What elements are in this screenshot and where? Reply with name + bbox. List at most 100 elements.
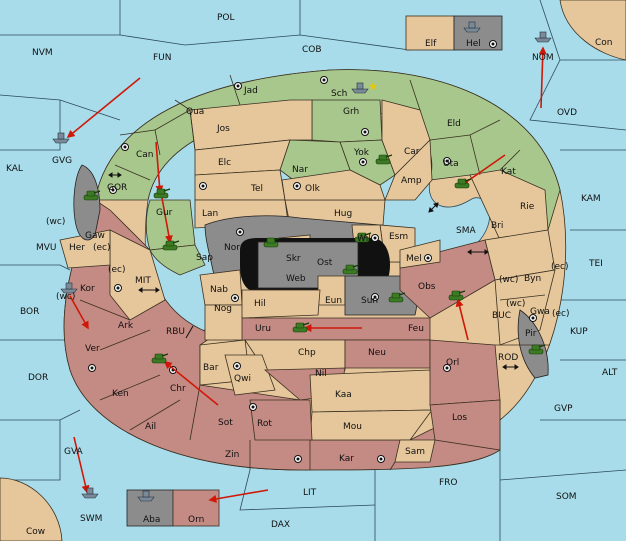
province-label: Ark <box>118 321 134 331</box>
province-label: Eld <box>447 119 461 129</box>
box-label: Elf <box>425 39 437 49</box>
passage-markers <box>108 172 519 370</box>
hil-region[interactable] <box>241 289 321 319</box>
province-label: Byn <box>524 274 541 284</box>
coast-label: (ec) <box>551 262 569 272</box>
aba-box[interactable] <box>126 489 174 527</box>
province-label: Jos <box>216 124 230 134</box>
sea-label: FRO <box>439 478 458 488</box>
amp-region[interactable] <box>384 139 433 201</box>
province-label: Nog <box>214 304 232 314</box>
gaw-region[interactable] <box>73 164 101 241</box>
sea-label: MIT <box>135 276 151 286</box>
province-label: Sam <box>405 447 425 457</box>
sea-label: DAX <box>271 520 290 530</box>
province-label: Nab <box>210 285 228 295</box>
red-power-territory <box>63 199 501 471</box>
province-label: Qwi <box>234 374 251 384</box>
coast-label: (ec) <box>108 265 126 275</box>
province-label: Can <box>136 150 154 160</box>
province-label: Mou <box>343 422 362 432</box>
orl-region[interactable] <box>429 339 501 406</box>
province-label: Kaa <box>335 390 352 400</box>
box-label: Orn <box>188 515 204 525</box>
box-label: Hel <box>466 39 481 49</box>
province-label: Qua <box>186 107 204 117</box>
province-borders <box>79 74 550 471</box>
province-label: Sot <box>218 418 233 428</box>
region-label: Con <box>595 38 613 48</box>
sam-region[interactable] <box>394 439 436 463</box>
province-label: Her <box>69 243 85 253</box>
province-label: Nar <box>292 165 308 175</box>
province-label: Ost <box>317 258 333 268</box>
pir-region[interactable] <box>517 309 549 379</box>
coast-label: (wc) <box>56 292 75 302</box>
province-label: Kor <box>80 284 95 294</box>
coast-label: (ec) <box>552 309 570 319</box>
sea-label: COB <box>302 45 322 55</box>
province-label: Nil <box>315 369 327 379</box>
box-label: Aba <box>143 515 160 525</box>
sea-label: GOR <box>107 183 127 193</box>
coast-label: (ec) <box>93 243 111 253</box>
sea-label: SMA <box>456 226 476 236</box>
coast-label: (wc) <box>499 275 518 285</box>
sea-label: GVA <box>64 447 84 457</box>
sea-label: GVP <box>554 404 573 414</box>
sea-label: TEI <box>588 259 603 269</box>
province-label: Elc <box>218 158 231 168</box>
province-label: Feu <box>408 324 424 334</box>
province-label: Skr <box>286 254 301 264</box>
supply-centers <box>88 40 537 463</box>
tel-region[interactable] <box>194 169 286 201</box>
sea-label: KUP <box>570 327 588 337</box>
province-label: Chp <box>298 348 316 358</box>
province-label: Nor <box>224 243 240 253</box>
province-label: Wil <box>357 234 371 244</box>
province-label: Gur <box>156 208 173 218</box>
province-label: Ken <box>112 389 129 399</box>
province-label: Uta <box>443 159 459 169</box>
region-label: Cow <box>26 527 45 537</box>
province-label: Chr <box>170 384 186 394</box>
kaa-region[interactable] <box>309 369 433 413</box>
rie-bri-region[interactable] <box>469 169 549 241</box>
sea-label: ALT <box>602 368 618 378</box>
olk-region[interactable] <box>281 169 386 201</box>
province-label: Rot <box>257 419 272 429</box>
province-label: Esm <box>389 232 408 242</box>
sea-label: ROD <box>498 353 518 363</box>
coast-label: (wc) <box>506 299 525 309</box>
province-label: Neu <box>368 348 386 358</box>
province-label: Rie <box>520 202 535 212</box>
order-arrows <box>66 46 547 503</box>
region-label: NOM <box>532 53 554 63</box>
province-label: Yok <box>353 148 370 158</box>
elf-box[interactable] <box>405 15 455 51</box>
sea-label: SOM <box>556 492 577 502</box>
province-label: Orl <box>446 358 459 368</box>
province-label: Grh <box>343 107 359 117</box>
rot-region[interactable] <box>249 399 313 441</box>
neu-region[interactable] <box>344 339 431 369</box>
sea-label: FUN <box>153 53 172 63</box>
sap-region[interactable] <box>149 244 206 276</box>
province-label: Sch <box>331 89 347 99</box>
province-label: Amp <box>401 176 422 186</box>
gwa-region[interactable] <box>494 269 556 346</box>
province-label: Kat <box>501 167 516 177</box>
sea-label: POL <box>217 13 235 23</box>
province-label: Jad <box>243 86 258 96</box>
sea-label: DOR <box>28 373 48 383</box>
province-label: Hug <box>334 209 352 219</box>
los-region[interactable] <box>429 399 501 451</box>
ark-region[interactable] <box>109 229 166 321</box>
coast-label: (wc) <box>46 217 65 227</box>
sea-label: BOR <box>20 307 39 317</box>
mou-region[interactable] <box>309 409 433 441</box>
sea-labels: POL NVM FUN COB OVD KAL GOR MVU MIT BOR … <box>6 13 618 530</box>
province-label: Gwa <box>530 307 550 317</box>
sea-label: KAM <box>581 194 601 204</box>
